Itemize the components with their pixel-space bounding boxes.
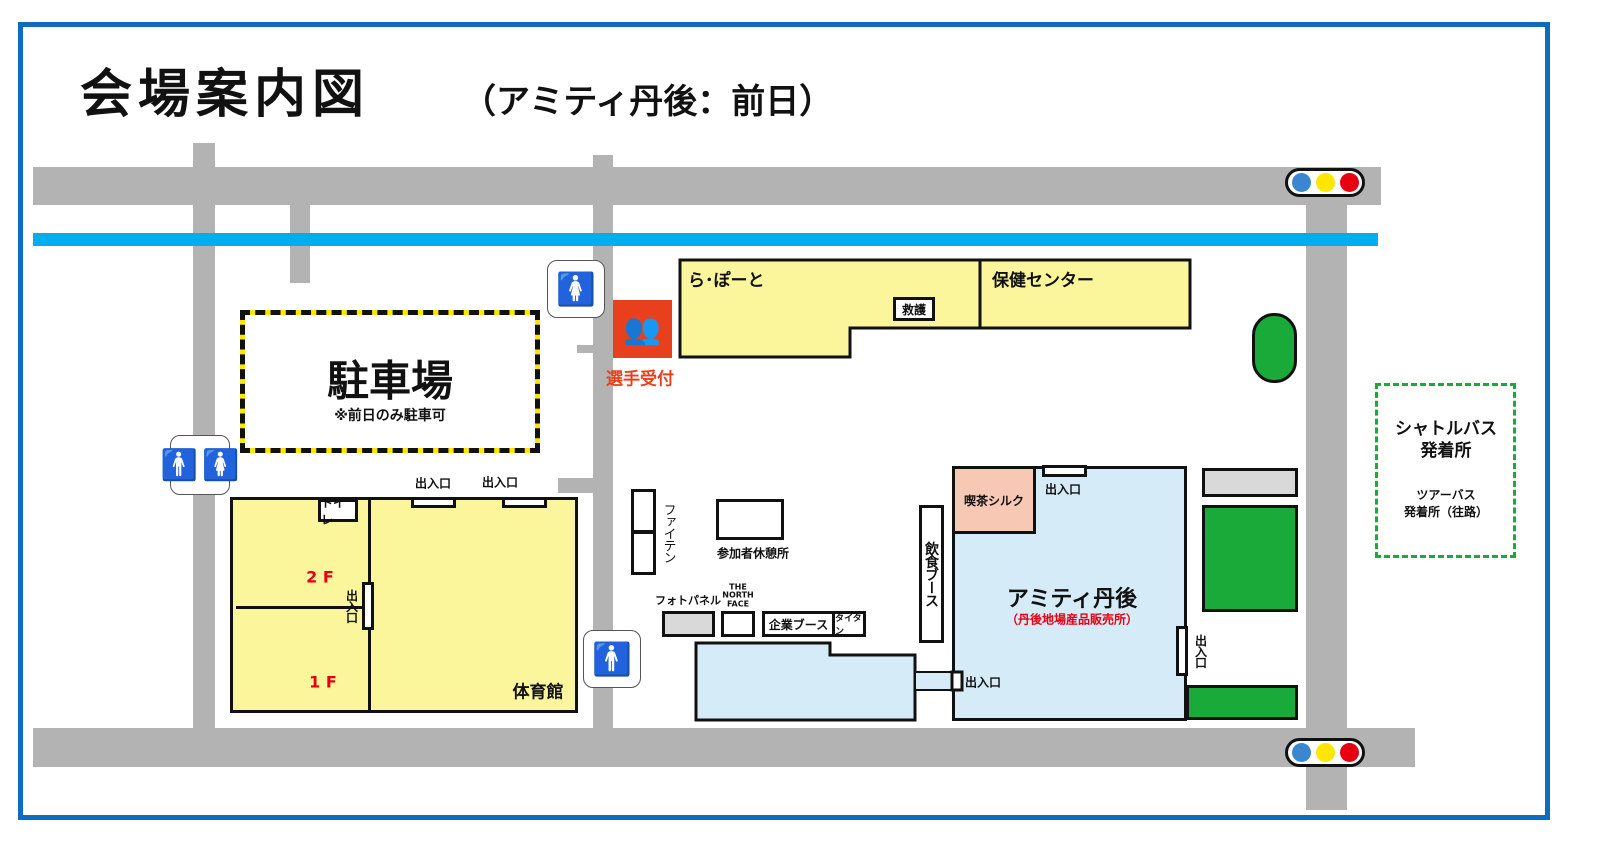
road-stub bbox=[577, 345, 597, 353]
company-booth: 企業ブース bbox=[762, 611, 835, 637]
road-stub bbox=[558, 478, 598, 493]
gym-entrance-label: 出入口 bbox=[344, 589, 359, 623]
gym-door bbox=[411, 497, 456, 508]
gym-entrance-label: 出入口 bbox=[414, 476, 452, 491]
amity-entrance-label: 出入口 bbox=[1044, 482, 1082, 497]
floor-2f-label: 2 F bbox=[306, 567, 334, 587]
gym-door bbox=[362, 582, 374, 630]
phiten-label: ファイテン bbox=[660, 503, 676, 563]
womens-restroom-icon: 🚺 bbox=[547, 260, 605, 318]
phiten-booth bbox=[631, 489, 656, 533]
page-title: 会場案内図 bbox=[80, 65, 371, 125]
north-face-booth bbox=[721, 611, 755, 637]
parking-border bbox=[240, 310, 540, 453]
restroom-icon: 🚹🚺 bbox=[161, 435, 239, 495]
parking-note: ※前日のみ駐車可 bbox=[334, 408, 446, 424]
gray-lot bbox=[1202, 468, 1298, 497]
first-aid-box: 救護 bbox=[893, 297, 935, 321]
green-lot bbox=[1202, 505, 1298, 612]
gym-toilet: トイレ bbox=[318, 496, 358, 527]
river bbox=[33, 233, 1378, 246]
road-top bbox=[33, 167, 1381, 205]
rest-area-label: 参加者休憩所 bbox=[716, 546, 790, 561]
food-booth-label: 飲食ブース bbox=[923, 541, 939, 607]
shuttle-sub: ツアーバス 発着所（往路） bbox=[1403, 488, 1489, 519]
health-center-label: 保健センター bbox=[992, 271, 1094, 291]
parking-label: 駐車場 bbox=[326, 356, 454, 406]
reception-icon: 👥 bbox=[613, 300, 672, 358]
gymnasium bbox=[230, 497, 578, 713]
amity-entrance-label: 出入口 bbox=[1193, 634, 1208, 668]
road-bottom bbox=[33, 728, 1415, 767]
map-frame bbox=[18, 22, 1550, 820]
photo-panel bbox=[662, 611, 715, 637]
lower-building bbox=[694, 641, 964, 722]
shuttle-title: シャトルバス 発着所 bbox=[1395, 418, 1497, 461]
cafe-silk: 喫茶シルク bbox=[952, 466, 1036, 534]
amity-sub-label: （丹後地場産品販売所） bbox=[1005, 612, 1139, 627]
titan-booth: タイタン bbox=[832, 611, 866, 637]
amity-label: アミティ丹後 bbox=[1006, 587, 1138, 612]
divider bbox=[236, 606, 369, 609]
gym-entrance-label: 出入口 bbox=[481, 475, 519, 490]
rest-area bbox=[716, 499, 784, 540]
amity-door bbox=[1176, 626, 1188, 676]
amity-entrance-label: 出入口 bbox=[964, 675, 1002, 690]
traffic-light-icon bbox=[1285, 168, 1365, 197]
phiten-booth bbox=[631, 531, 656, 575]
laport-building bbox=[678, 258, 1192, 359]
gym-label: 体育館 bbox=[512, 682, 564, 703]
food-booth bbox=[919, 505, 944, 643]
gym-door bbox=[502, 497, 547, 508]
mens-restroom-icon: 🚹 bbox=[583, 630, 641, 688]
green-lot bbox=[1186, 685, 1298, 720]
north-face-label: THE NORTH FACE bbox=[722, 582, 754, 609]
shuttle-bus-stop bbox=[1375, 383, 1516, 558]
traffic-light-icon bbox=[1285, 738, 1365, 767]
laport-label: ら･ぽーと bbox=[688, 271, 765, 291]
green-area bbox=[1252, 313, 1297, 383]
road-right bbox=[1306, 167, 1347, 810]
photo-panel-label: フォトパネル bbox=[655, 594, 721, 607]
reception-label: 選手受付 bbox=[606, 369, 674, 390]
page-subtitle: （アミティ丹後：前日） bbox=[462, 82, 834, 122]
amity-door bbox=[1042, 465, 1087, 477]
floor-1f-label: 1 F bbox=[309, 672, 337, 692]
